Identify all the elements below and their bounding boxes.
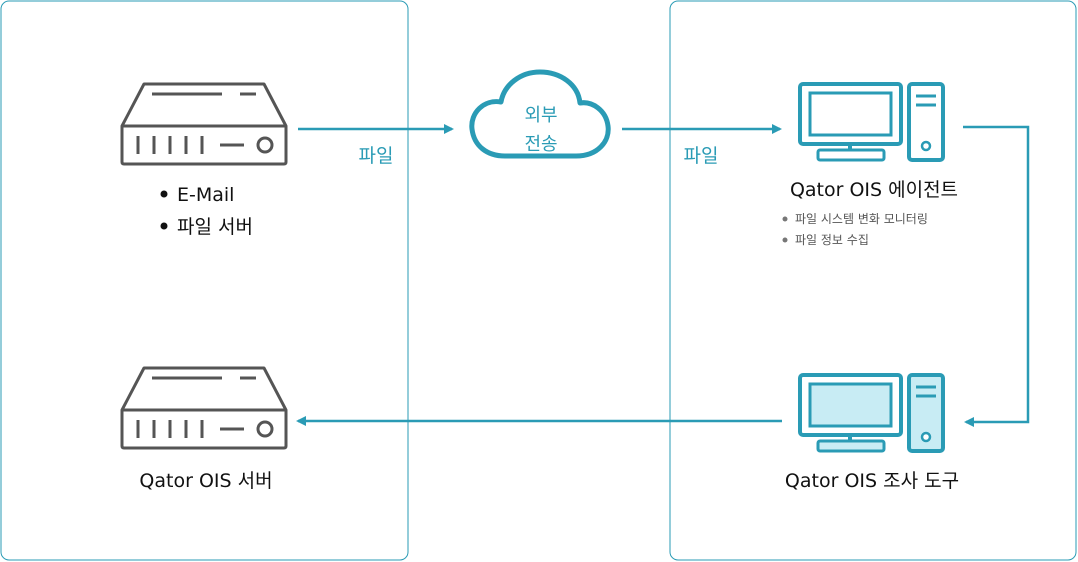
arrow-agent-to-tool [963, 125, 1030, 427]
source-bullet-file-server: 파일 서버 [177, 216, 253, 238]
desktop-computer-icon [798, 82, 945, 162]
bullet-dot [160, 190, 168, 198]
desktop-computer-icon [798, 373, 945, 453]
investigation-tool-label: Qator OIS 조사 도구 [785, 470, 959, 492]
flow-label-file-2: 파일 [684, 145, 719, 167]
server-icon [120, 366, 288, 450]
flow-label-file-1: 파일 [359, 145, 394, 167]
cloud-icon [469, 69, 611, 159]
source-bullet-email: E-Mail [177, 184, 234, 206]
agent-feature-monitoring: 파일 시스템 변화 모니터링 [795, 212, 928, 226]
bullet-dot [160, 222, 168, 230]
server-icon [120, 82, 288, 166]
agent-label: Qator OIS 에이전트 [790, 179, 958, 201]
ois-server-label: Qator OIS 서버 [139, 470, 272, 492]
agent-feature-info-collection: 파일 정보 수집 [795, 233, 869, 247]
cloud-label-line2: 전송 [524, 134, 557, 155]
cloud-label-line1: 외부 [524, 105, 557, 126]
bullet-dot [782, 216, 788, 222]
bullet-dot [782, 237, 788, 243]
